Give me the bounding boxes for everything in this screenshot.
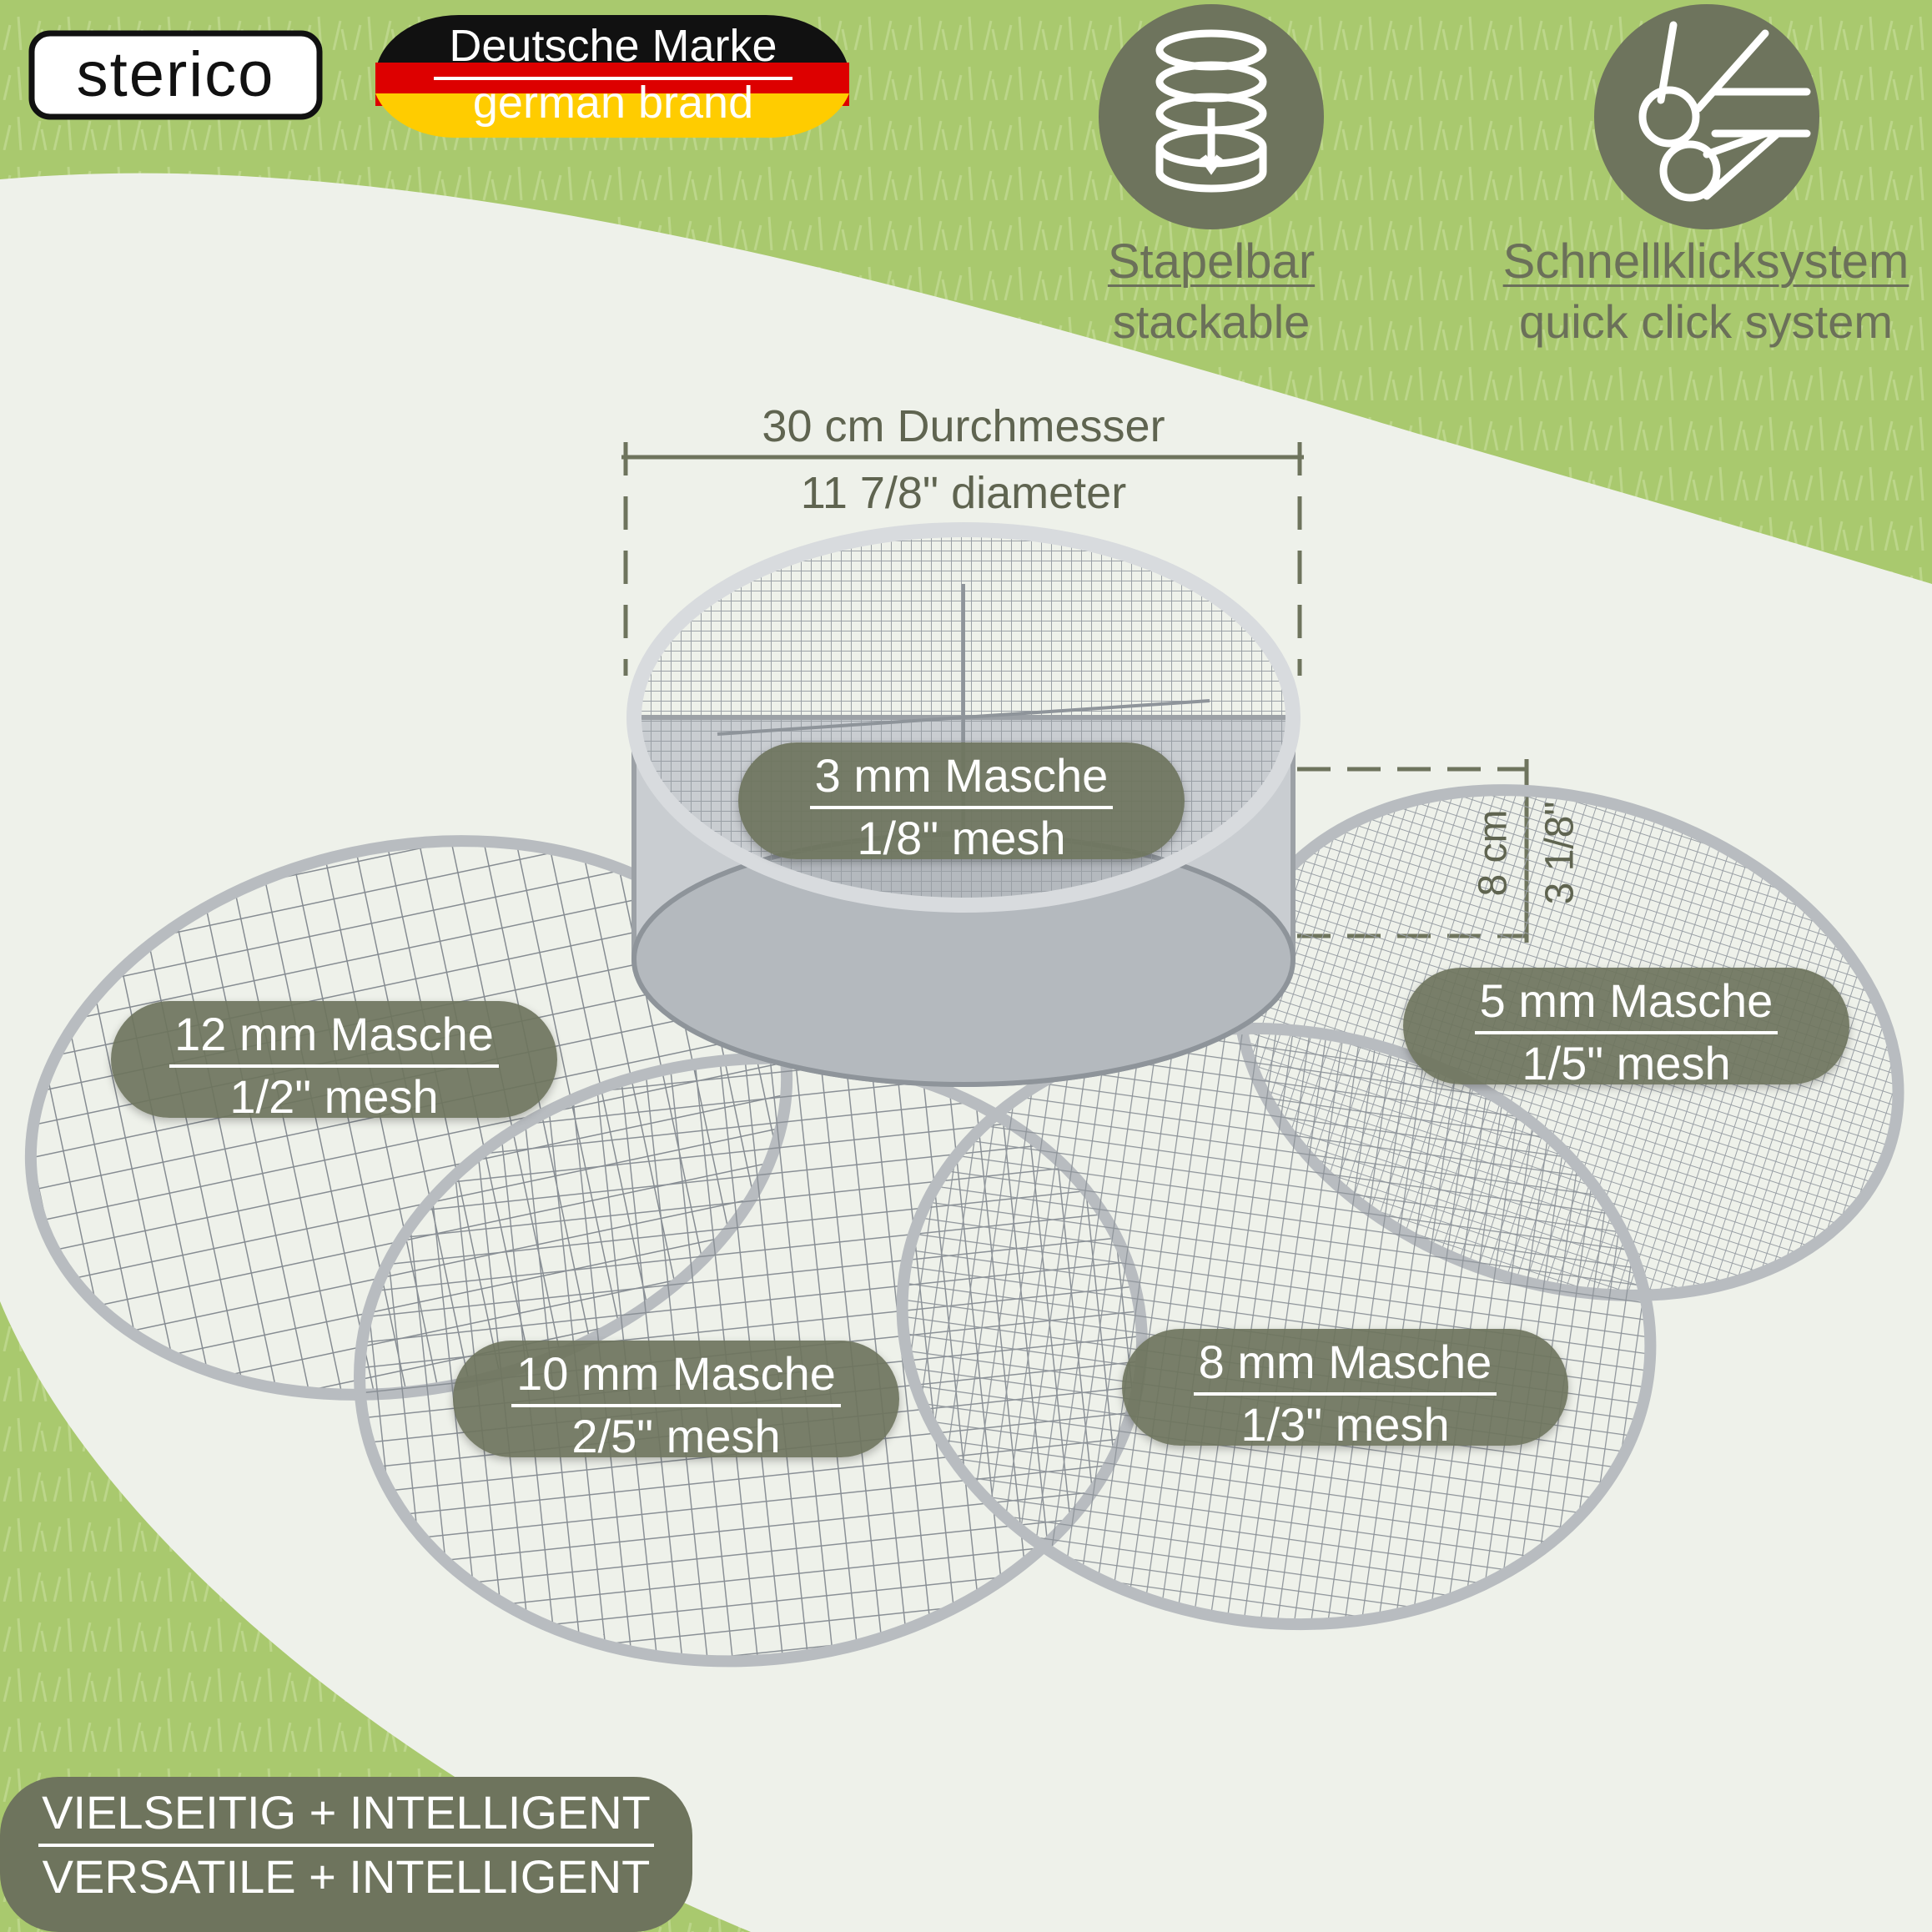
mesh-label-10mm-de: 10 mm Masche [511,1347,841,1407]
footer-badge-background [0,1777,692,1932]
footer-badge: VIELSEITIG + INTELLIGENT VERSATILE + INT… [0,1785,692,1907]
diameter-label-en: 11 7/8" diameter [800,468,1127,518]
feature-stackable-subtitle: stackable [1112,295,1311,348]
feature-quick-click-subtitle: quick click system [1518,295,1894,348]
mesh-label-3mm-en: 1/8" mesh [857,812,1066,864]
footer-badge-line1: VIELSEITIG + INTELLIGENT [38,1785,654,1847]
origin-badge-divider [434,77,792,80]
feature-stackable: Stapelbar stackable [1069,234,1353,349]
mesh-label-5mm-de: 5 mm Masche [1474,974,1779,1034]
mesh-label-3mm: 3 mm Masche 1/8" mesh [738,742,1185,864]
stack-icon [1099,4,1324,229]
brand-logo: sterico [76,39,275,110]
feature-quick-click: Schnellklicksystem quick click system [1477,234,1932,349]
footer-badge-line2: VERSATILE + INTELLIGENT [42,1850,651,1903]
mesh-label-8mm-en: 1/3" mesh [1240,1398,1450,1451]
height-label-cm: 8 cm [1471,809,1516,897]
german-flag-badge [375,14,849,138]
mesh-label-10mm-en: 2/5" mesh [571,1410,781,1462]
mesh-label-12mm-de: 12 mm Masche [169,1008,499,1068]
mesh-label-12mm: 12 mm Masche 1/2" mesh [111,1001,557,1123]
feature-quick-click-title: Schnellklicksystem [1502,234,1909,289]
mesh-label-3mm-de: 3 mm Masche [809,749,1114,809]
mesh-label-8mm: 8 mm Masche 1/3" mesh [1122,1329,1568,1451]
diameter-dimension-line [621,442,1304,676]
origin-badge-line1: Deutsche Marke [449,21,777,71]
mesh-label-10mm: 10 mm Masche 2/5" mesh [453,1341,899,1462]
logo-frame [28,30,323,120]
mesh-label-5mm: 5 mm Masche 1/5" mesh [1403,968,1849,1089]
diameter-label-de: 30 cm Durchmesser [762,401,1165,451]
origin-badge-line2: german brand [472,78,754,128]
mesh-label-12mm-en: 1/2" mesh [229,1070,439,1123]
sieve-insert-8mm [896,1022,1657,1631]
mesh-label-5mm-en: 1/5" mesh [1522,1037,1731,1089]
height-label-in: 3 1/8" [1537,801,1582,905]
feature-stackable-title: Stapelbar [1107,234,1316,289]
mesh-label-8mm-de: 8 mm Masche [1193,1336,1497,1396]
quick-click-icon [1594,4,1819,229]
